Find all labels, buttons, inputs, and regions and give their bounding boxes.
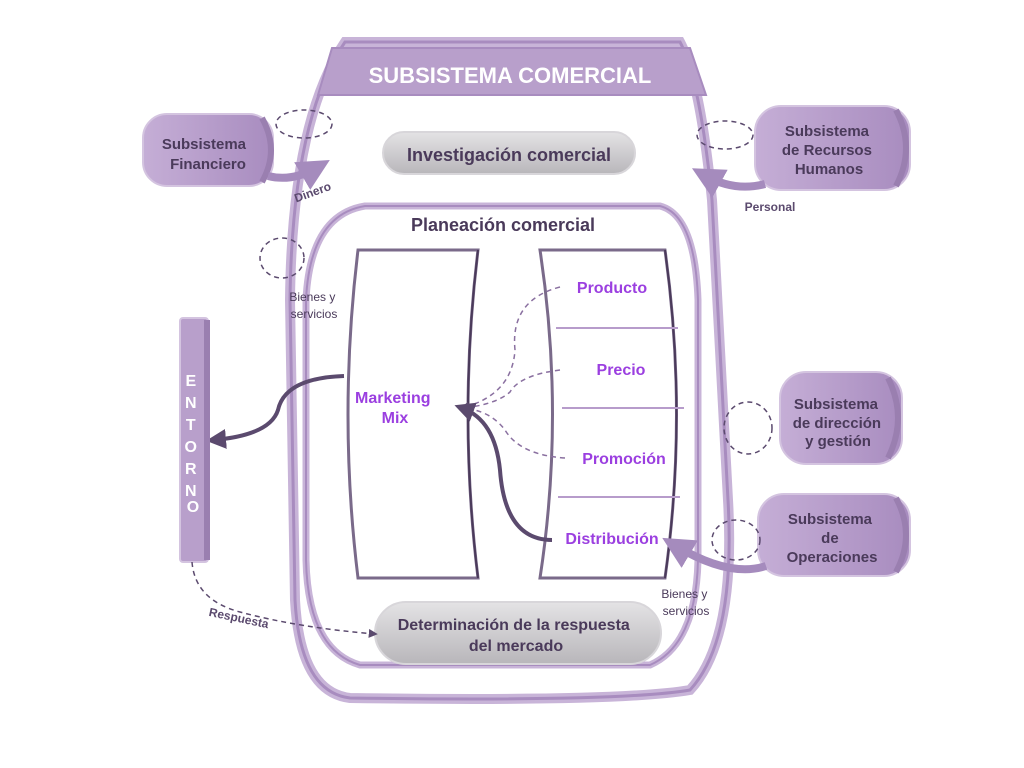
financiero-cycle-icon	[275, 109, 333, 139]
financiero-label: Subsistema Financiero	[162, 136, 250, 173]
distribucion-label: Distribución	[565, 531, 658, 548]
promocion-label: Promoción	[582, 451, 666, 468]
personal-label: Personal	[745, 200, 796, 214]
entorno-label: E N T O R N O	[185, 373, 202, 516]
bienes-left-cycle-icon	[259, 237, 305, 279]
four-p-to-mix-arrows	[460, 286, 566, 459]
mix-to-entorno-arrow	[206, 374, 345, 449]
main-title: SUBSISTEMA COMERCIAL	[369, 63, 652, 88]
personal-arrow	[691, 168, 767, 198]
marketing-mix-label: Marketing Mix	[355, 390, 435, 427]
operaciones-box	[757, 493, 911, 577]
producto-label: Producto	[577, 280, 647, 297]
bienes-right-label: Bienes y servicios	[661, 587, 710, 618]
investigacion-comercial-pill	[382, 131, 636, 175]
operaciones-arrow	[662, 537, 768, 574]
four-p-cylinder	[538, 248, 684, 580]
respuesta-arrow	[191, 561, 378, 638]
recursos-humanos-label: Subsistema de Recursos Humanos	[782, 123, 876, 178]
determinacion-label: Determinación de la respuesta del mercad…	[398, 617, 635, 655]
direccion-box	[779, 371, 903, 465]
operaciones-label: Subsistema de Operaciones	[787, 511, 878, 566]
investigacion-comercial-label: Investigación comercial	[407, 145, 611, 165]
entorno-box	[179, 317, 210, 563]
planeacion-comercial-label: Planeación comercial	[411, 215, 595, 235]
recursos-humanos-box	[754, 105, 911, 191]
respuesta-label: Respuesta	[208, 605, 271, 631]
precio-label: Precio	[597, 362, 646, 379]
direccion-label: Subsistema de dirección y gestión	[793, 396, 886, 450]
recursos-humanos-cycle-icon	[696, 120, 754, 150]
dinero-arrow	[267, 159, 330, 190]
distribucion-to-mix-arrow	[454, 402, 553, 542]
bienes-left-label: Bienes y servicios	[289, 290, 338, 321]
marketing-mix-cylinder	[346, 248, 480, 580]
operaciones-cycle-icon	[711, 519, 761, 561]
financiero-box	[142, 113, 274, 187]
direccion-cycle-icon	[723, 401, 773, 455]
